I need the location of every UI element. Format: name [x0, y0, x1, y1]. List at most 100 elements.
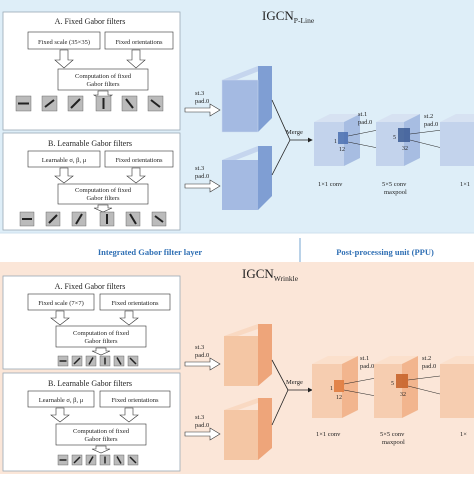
- bottom-conv1-label: 1×1 conv: [316, 431, 341, 438]
- top-learnable-title: B. Learnable Gabor filters: [48, 139, 132, 148]
- top-learnable-gabor-kernels: [19, 211, 167, 227]
- top-learnable-compute-line1: Computation of fixed: [75, 187, 132, 194]
- bottom-feature-block-a: [224, 324, 272, 386]
- right-arrow-icon: [184, 427, 221, 441]
- right-arrow-icon: [184, 357, 221, 371]
- top-st2-line2: pad.0: [424, 121, 438, 128]
- top-learnable-param-box: [27, 150, 101, 168]
- down-arrow-icon: [50, 407, 70, 423]
- bottom-last-label: 1×: [460, 431, 467, 438]
- bottom-fixed-gabor-panel: A. Fixed Gabor filters Fixed scale (7×7)…: [2, 275, 181, 370]
- bottom-learnable-title: B. Learnable Gabor filters: [48, 379, 132, 388]
- top-fixed-orient-box: [104, 31, 174, 50]
- top-learnable-compute-line2: Gabor filters: [86, 195, 120, 202]
- top-kernel-1: 1: [334, 139, 337, 145]
- down-arrow-icon: [119, 407, 139, 423]
- top-network: st.3 pad.0 st.3 pad.0 Merge: [184, 66, 474, 210]
- top-stride-a-line2: pad.0: [195, 98, 209, 105]
- top-stride-b-line2: pad.0: [195, 173, 209, 180]
- caption-left: Integrated Gabor filter layer: [98, 247, 202, 257]
- bottom-network: st.3 pad.0 st.3 pad.0 Merge st.1 pad.0 1: [184, 324, 474, 460]
- bottom-st1-line1: st.1: [360, 355, 369, 362]
- top-conv5-block: [376, 114, 420, 166]
- bottom-learnable-compute-line1: Computation of fixed: [73, 428, 130, 435]
- top-fixed-compute-box: [57, 68, 149, 91]
- top-feature-block-b: [222, 146, 272, 210]
- right-arrow-icon: [184, 179, 221, 193]
- top-kernel-12: 12: [339, 147, 345, 153]
- bottom-fixed-compute-line1: Computation of fixed: [73, 330, 130, 337]
- bottom-merge-label: Merge: [286, 379, 303, 386]
- down-arrow-icon: [91, 347, 111, 356]
- bottom-st1-line2: pad.0: [360, 363, 374, 370]
- top-stride-a-line1: st.3: [195, 90, 204, 97]
- top-kernel-32: 32: [402, 146, 408, 152]
- bottom-st2-line1: st.2: [422, 355, 431, 362]
- down-arrow-icon: [54, 167, 74, 184]
- bottom-fixed-gabor-kernels: [57, 355, 139, 367]
- down-arrow-icon: [126, 167, 146, 184]
- top-conv1-label: 1×1 conv: [318, 181, 343, 188]
- top-fixed-orient-label: Fixed orientations: [115, 39, 163, 46]
- kernel-cube: [338, 132, 348, 144]
- bottom-learnable-gabor-panel: B. Learnable Gabor filters Learnable σ, …: [2, 372, 181, 472]
- merge-line: [271, 99, 291, 141]
- top-conv5-line2: maxpool: [384, 189, 407, 196]
- top-fixed-scale-label: Fixed scale (35×35): [38, 39, 90, 46]
- bottom-stride-a-line2: pad.0: [195, 352, 209, 359]
- top-st2-line1: st.2: [424, 113, 433, 120]
- caption-strip: [0, 233, 474, 259]
- bottom-learnable-orient-label: Fixed orientations: [111, 397, 159, 404]
- down-arrow-icon: [50, 310, 70, 326]
- down-arrow-icon: [54, 49, 74, 69]
- bottom-fixed-scale-label: Fixed scale (7×7): [38, 300, 84, 307]
- top-conv5-line1: 5×5 conv: [382, 181, 407, 188]
- top-last-block: [440, 114, 474, 166]
- top-st1-line1: st.1: [358, 111, 367, 118]
- caption-right: Post-processing unit (PPU): [336, 247, 434, 257]
- down-arrow-icon: [126, 49, 146, 69]
- top-fixed-title: A. Fixed Gabor filters: [55, 17, 126, 26]
- top-learnable-orient-label: Fixed orientations: [115, 157, 163, 164]
- bottom-stride-b-line1: st.3: [195, 414, 204, 421]
- top-fixed-scale-box: [27, 31, 101, 50]
- top-learnable-orient-box: [104, 150, 174, 168]
- top-conv1-block: [314, 114, 360, 166]
- bottom-title: IGCNWrinkle: [242, 266, 299, 283]
- bottom-last-block: [440, 356, 474, 418]
- down-arrow-icon: [93, 204, 113, 213]
- merge-line: [271, 359, 289, 391]
- down-arrow-icon: [91, 445, 111, 454]
- top-kernel-5: 5: [393, 135, 396, 141]
- kernel-cube: [398, 128, 410, 142]
- top-fixed-gabor-panel: A. Fixed Gabor filters Fixed scale (35×3…: [2, 11, 181, 131]
- right-arrow-icon: [184, 103, 221, 117]
- merge-line: [271, 139, 291, 176]
- kernel-cube: [396, 374, 408, 388]
- bottom-learnable-param-label: Learnable σ, β, μ: [39, 397, 84, 404]
- bottom-conv5-line2: maxpool: [382, 439, 405, 446]
- bottom-learnable-compute-line2: Gabor filters: [84, 436, 118, 443]
- top-st1-line2: pad.0: [358, 119, 372, 126]
- bottom-kernel-32: 32: [400, 392, 406, 398]
- bottom-kernel-5: 5: [391, 381, 394, 387]
- top-fixed-gabor-kernels: [15, 95, 164, 112]
- top-learnable-param-label: Learnable σ, β, μ: [42, 157, 87, 164]
- top-stride-b-line1: st.3: [195, 165, 204, 172]
- bottom-learnable-gabor-kernels: [57, 454, 139, 466]
- bottom-fixed-orient-label: Fixed orientations: [111, 300, 159, 307]
- down-arrow-icon: [119, 310, 139, 326]
- merge-line: [271, 389, 289, 426]
- bottom-feature-block-b: [224, 398, 272, 460]
- bottom-stride-b-line2: pad.0: [195, 422, 209, 429]
- kernel-cube: [334, 380, 344, 392]
- bottom-fixed-compute-line2: Gabor filters: [84, 338, 118, 345]
- bottom-kernel-1: 1: [330, 386, 333, 392]
- top-title: IGCNP-Line: [262, 8, 315, 25]
- top-fixed-compute-line2: Gabor filters: [86, 81, 120, 88]
- top-learnable-gabor-panel: B. Learnable Gabor filters Learnable σ, …: [2, 132, 181, 231]
- bottom-conv5-line1: 5×5 conv: [380, 431, 405, 438]
- top-merge-label: Merge: [286, 129, 303, 136]
